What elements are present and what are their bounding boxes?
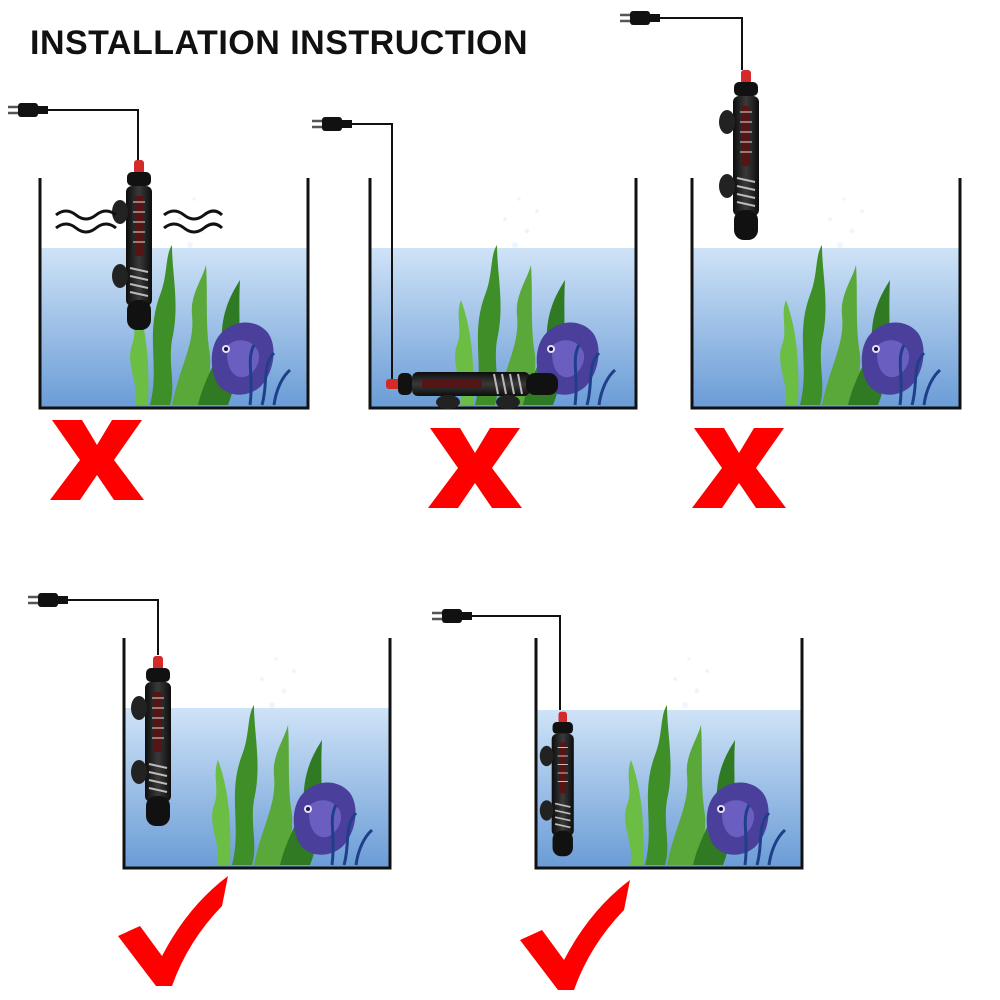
plug-icon [618, 9, 662, 27]
plug-icon [310, 115, 354, 133]
waves-icon [55, 209, 117, 234]
waves-icon [163, 209, 224, 234]
cross-icon [428, 428, 522, 508]
heater-icon [718, 69, 760, 241]
check-icon [520, 880, 630, 990]
tank [690, 178, 962, 410]
water [692, 248, 960, 408]
plug-icon [6, 101, 50, 119]
page-title: INSTALLATION INSTRUCTION [30, 24, 529, 62]
power-cord [38, 109, 139, 160]
tank [38, 178, 310, 410]
panel-4-correct-submerged [26, 591, 392, 986]
panel-3-wrong-above-tank [618, 9, 962, 508]
check-icon [118, 876, 228, 986]
panel-2-wrong-horizontal [310, 115, 638, 508]
cross-icon [692, 428, 786, 508]
tank [122, 638, 392, 870]
panel-5-correct-submerged [430, 607, 804, 990]
plug-icon [26, 591, 70, 609]
tank [534, 638, 804, 870]
power-cord [60, 599, 159, 655]
power-cord [650, 17, 743, 70]
cross-icon [50, 420, 144, 500]
plug-icon [430, 607, 474, 625]
power-cord [340, 123, 393, 382]
panel-1-wrong-out-of-water [6, 101, 310, 500]
power-cord [462, 615, 561, 710]
